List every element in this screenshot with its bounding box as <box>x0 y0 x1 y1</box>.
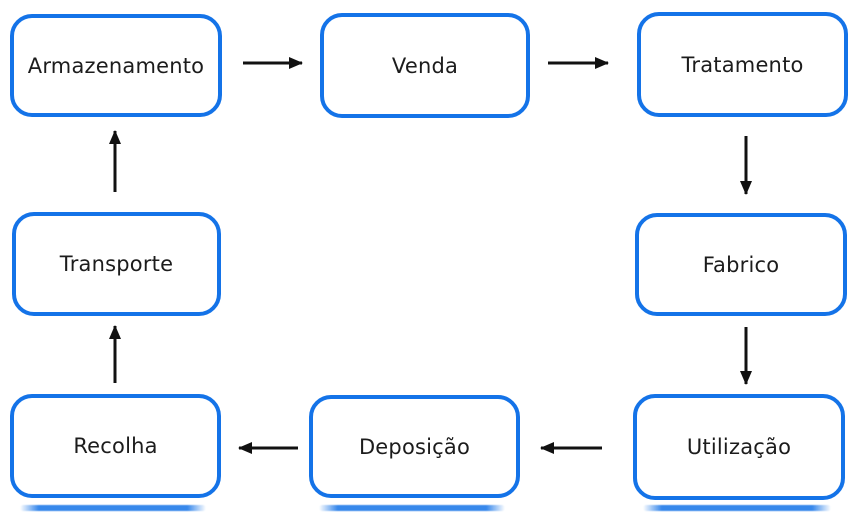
node-armazenamento: Armazenamento <box>10 14 222 117</box>
node-deposicao: Deposição <box>309 395 520 498</box>
node-label-armazenamento: Armazenamento <box>27 53 205 78</box>
node-label-venda: Venda <box>391 53 459 78</box>
node-label-deposicao: Deposição <box>358 434 471 459</box>
node-utilizacao: Utilização <box>633 394 845 500</box>
node-label-tratamento: Tratamento <box>681 52 804 77</box>
node-transporte: Transporte <box>12 212 221 316</box>
node-fabrico: Fabrico <box>635 213 847 316</box>
node-label-transporte: Transporte <box>59 252 174 276</box>
bottom-shadow-line <box>319 505 505 511</box>
node-label-recolha: Recolha <box>73 434 158 458</box>
bottom-shadow-line <box>643 505 831 511</box>
bottom-shadow-line <box>20 505 206 511</box>
node-label-utilizacao: Utilização <box>686 435 792 459</box>
node-recolha: Recolha <box>10 394 221 498</box>
node-tratamento: Tratamento <box>637 12 848 117</box>
node-venda: Venda <box>320 13 530 118</box>
node-label-fabrico: Fabrico <box>702 252 780 277</box>
